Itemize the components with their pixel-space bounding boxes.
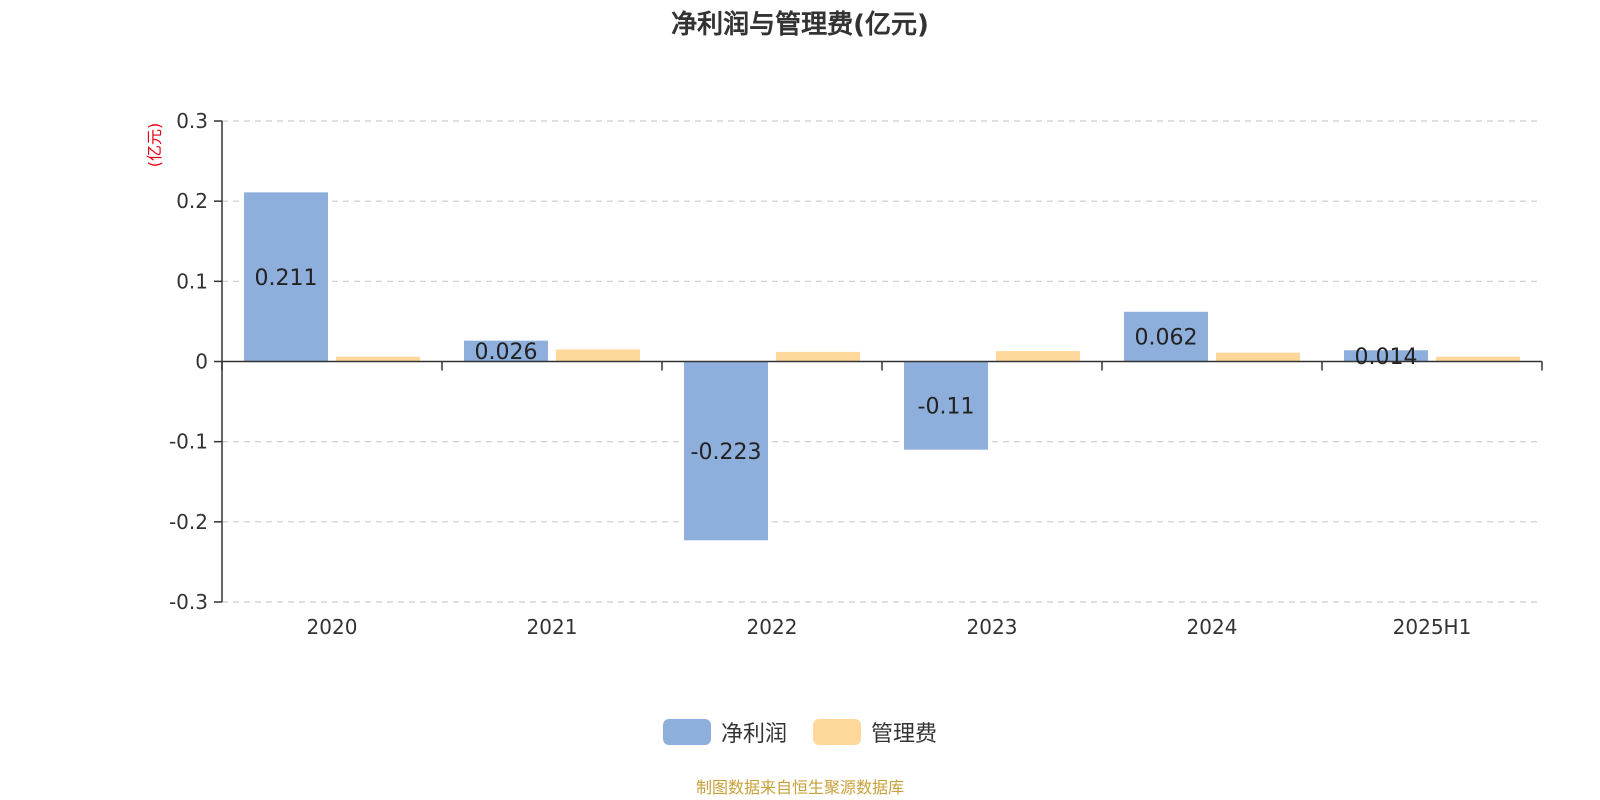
- legend-label-management-fee: 管理费: [871, 722, 938, 747]
- legend-item-net-profit[interactable]: 净利润: [662, 716, 787, 748]
- y-tick-label: -0.1: [169, 430, 208, 454]
- bar-management-fee: [556, 349, 640, 362]
- x-tick-label: 2022: [747, 615, 798, 639]
- x-tick-label: 2024: [1187, 615, 1238, 639]
- legend-swatch-management-fee: [813, 719, 861, 745]
- x-tick-label: 2023: [967, 615, 1018, 639]
- y-axis-unit: (亿元): [145, 123, 164, 168]
- data-labels: 0.211 0.026 -0.223 -0.11 0.062 0.014: [255, 266, 1418, 465]
- bar-management-fee: [996, 351, 1080, 362]
- data-label: 0.026: [475, 340, 538, 365]
- legend: 净利润 管理费: [0, 716, 1600, 748]
- x-tick-label: 2021: [527, 615, 578, 639]
- data-label: -0.11: [918, 395, 975, 420]
- bar-management-fee: [1216, 352, 1300, 362]
- y-tick-label: 0.2: [176, 189, 208, 213]
- bar-chart: 0.3 0.2 0.1 0 -0.1 -0.2 -0.3 2020 2021 2022 2023 20…: [145, 109, 1543, 639]
- bar-net-profit: [904, 361, 988, 450]
- y-tick-label: 0.1: [176, 269, 208, 293]
- legend-swatch-net-profit: [662, 719, 711, 745]
- y-tick-label: 0: [195, 350, 208, 374]
- source-note: 制图数据来自恒生聚源数据库: [695, 778, 904, 797]
- x-tick-label: 2025H1: [1393, 615, 1472, 639]
- bar-management-fee: [336, 356, 420, 362]
- bar-net-profit: [1344, 350, 1428, 362]
- axes: 0.3 0.2 0.1 0 -0.1 -0.2 -0.3 2020 2021 2022 2023 20…: [169, 109, 1543, 639]
- data-label: 0.014: [1355, 345, 1418, 370]
- bar-management-fee: [1436, 356, 1520, 362]
- legend-label-net-profit: 净利润: [720, 722, 787, 747]
- bar-net-profit: [1124, 311, 1208, 362]
- bar-net-profit: [244, 192, 328, 362]
- bars: [244, 192, 1520, 541]
- legend-item-management-fee[interactable]: 管理费: [813, 716, 937, 748]
- y-tick-label: -0.3: [169, 590, 208, 614]
- grid-lines: [222, 120, 1542, 603]
- bar-management-fee: [776, 351, 860, 362]
- data-label: -0.223: [691, 440, 762, 465]
- bar-net-profit: [464, 340, 548, 362]
- chart-title: 净利润与管理费(亿元): [671, 10, 929, 40]
- x-tick-label: 2020: [307, 615, 358, 639]
- y-tick-label: 0.3: [176, 109, 208, 133]
- data-label: 0.211: [255, 266, 318, 291]
- data-label: 0.062: [1135, 326, 1198, 351]
- bar-net-profit: [684, 361, 768, 541]
- y-tick-label: -0.2: [169, 510, 208, 534]
